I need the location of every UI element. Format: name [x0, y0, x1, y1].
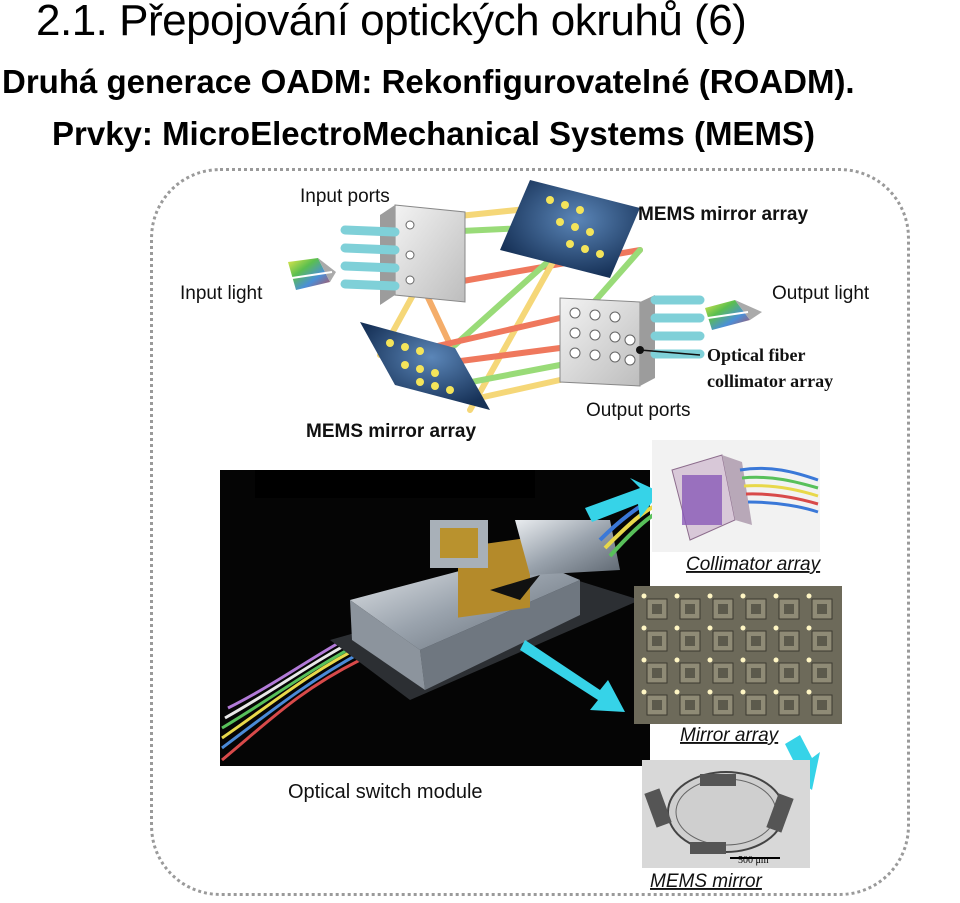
mems-mirror-array-top [500, 180, 640, 278]
label-fiber-line-2: collimator array [707, 371, 833, 391]
mirror-cell-center [685, 604, 695, 614]
caption-optical-switch-module: Optical switch module [288, 781, 483, 803]
label-input-light: Input light [180, 283, 263, 304]
mirror-cell-highlight [642, 594, 647, 599]
input-light-prism [288, 258, 336, 290]
mirror-cell-center [652, 604, 662, 614]
mirror-cell-center [652, 668, 662, 678]
mems-mirror-photo: 500 μm [642, 760, 810, 868]
mirror-cell-highlight [741, 626, 746, 631]
mirror-cell-highlight [807, 690, 812, 695]
mirror-cell-center [718, 604, 728, 614]
mirror-cell-center [751, 668, 761, 678]
mirror-cell-highlight [675, 594, 680, 599]
mirror-cell-highlight [675, 626, 680, 631]
mirror-cell-center [685, 700, 695, 710]
mirror-cell-center [784, 604, 794, 614]
caption-mirror-array: Mirror array [680, 725, 780, 746]
mems-mirror-array-bottom [360, 322, 490, 410]
mirror-cell-center [784, 668, 794, 678]
label-mems-array-bottom: MEMS mirror array [306, 421, 476, 442]
mirror-cell-center [751, 700, 761, 710]
mirror-cell-highlight [774, 690, 779, 695]
mirror-cell-highlight [807, 626, 812, 631]
mirror-cell-center [817, 604, 827, 614]
mirror-cell-highlight [741, 690, 746, 695]
mirror-cell-center [718, 668, 728, 678]
mirror-cell-highlight [708, 594, 713, 599]
mirror-cell-highlight [708, 690, 713, 695]
mirror-cell-center [751, 636, 761, 646]
label-output-ports: Output ports [586, 400, 691, 421]
mirror-cell-highlight [774, 658, 779, 663]
mirror-cell-center [718, 700, 728, 710]
mirror-cell-center [817, 700, 827, 710]
input-port-block [345, 205, 465, 305]
mirror-cell-highlight [642, 658, 647, 663]
mirror-cell-highlight [741, 658, 746, 663]
mirror-cell-center [685, 668, 695, 678]
mirror-cell-center [652, 700, 662, 710]
mirror-cell-center [817, 668, 827, 678]
caption-mems-mirror: MEMS mirror [650, 871, 763, 892]
mirror-cell-center [652, 636, 662, 646]
mirror-cell-center [685, 636, 695, 646]
mirror-cell-center [751, 604, 761, 614]
optical-switch-photo [220, 470, 660, 766]
mirror-cell-highlight [675, 658, 680, 663]
mirror-cell-highlight [642, 626, 647, 631]
label-mems-array-top: MEMS mirror array [638, 204, 808, 225]
mirror-cell-highlight [675, 690, 680, 695]
mirror-cell-highlight [807, 658, 812, 663]
mirror-cell-highlight [774, 594, 779, 599]
mirror-cell-center [784, 700, 794, 710]
mirror-cell-center [817, 636, 827, 646]
label-fiber-line-1: Optical fiber [707, 345, 805, 365]
label-output-light: Output light [772, 283, 870, 304]
collimator-array-photo [652, 440, 820, 552]
output-port-block [560, 295, 700, 386]
output-light-prism [705, 300, 762, 330]
mirror-cell-highlight [774, 626, 779, 631]
caption-collimator-array: Collimator array [686, 554, 822, 575]
mirror-cell-highlight [642, 690, 647, 695]
scale-bar-label: 500 μm [738, 855, 769, 866]
mirror-cell-highlight [807, 594, 812, 599]
mirror-cell-highlight [741, 594, 746, 599]
mirror-cell-center [784, 636, 794, 646]
label-input-ports: Input ports [300, 186, 390, 207]
mirror-cell-highlight [708, 658, 713, 663]
mirror-cell-highlight [708, 626, 713, 631]
mirror-cell-center [718, 636, 728, 646]
